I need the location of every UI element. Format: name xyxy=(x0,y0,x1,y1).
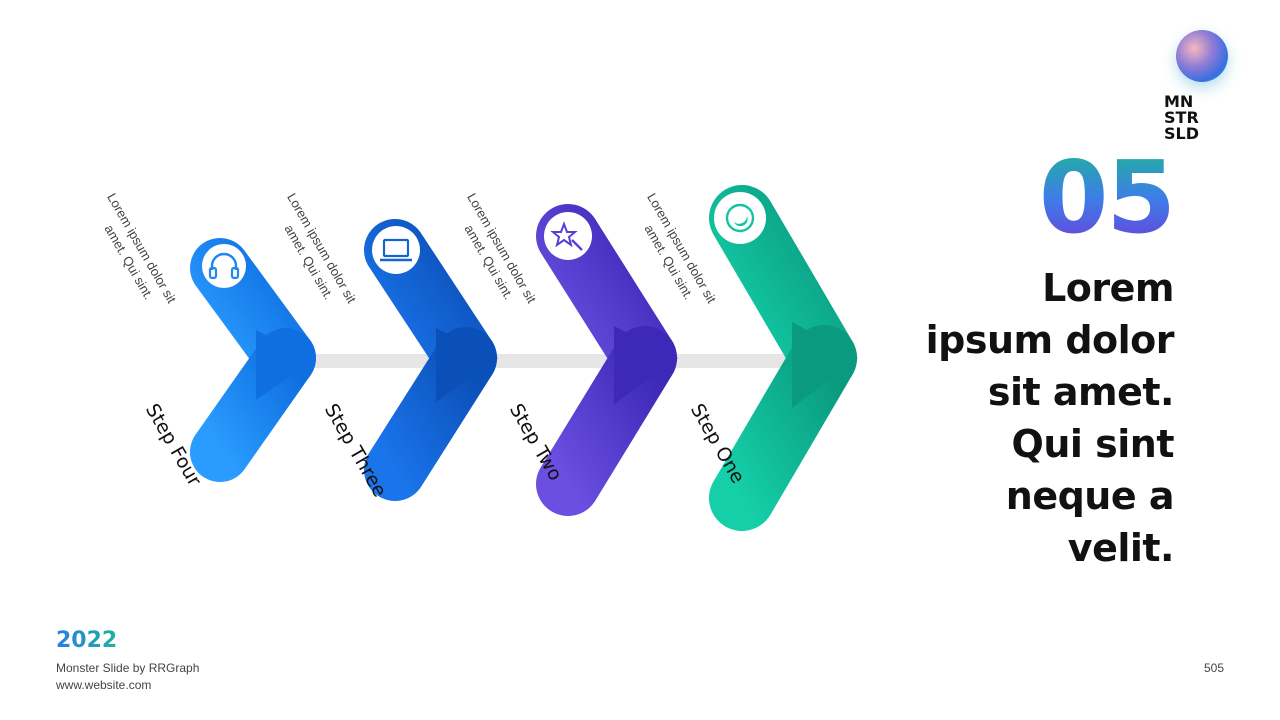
chevron-step-one xyxy=(709,185,858,531)
brand-line-3: SLD xyxy=(1164,124,1199,143)
laptop-icon xyxy=(372,226,420,274)
footer-website[interactable]: www.website.com xyxy=(56,678,152,692)
moon-icon xyxy=(714,192,766,244)
brand-logo-orb xyxy=(1176,30,1228,82)
brand-logo-text: MN STR SLD xyxy=(1164,94,1224,142)
chevron-step-two xyxy=(536,204,678,516)
magic-wand-icon xyxy=(544,212,592,260)
page-number: 505 xyxy=(1203,661,1224,675)
footer-credit: Monster Slide by RRGraph xyxy=(56,661,200,675)
footer-year: 2022 xyxy=(56,628,118,653)
headset-icon xyxy=(202,244,246,288)
chevron-step-four xyxy=(190,238,316,482)
brand-line-2: STR xyxy=(1164,108,1199,127)
connector-track xyxy=(290,354,810,368)
slide-number: 05 xyxy=(1038,139,1176,256)
brand-line-1: MN xyxy=(1164,92,1194,111)
headline: Lorem ipsum dolor sit amet. Qui sint neq… xyxy=(925,266,1175,570)
